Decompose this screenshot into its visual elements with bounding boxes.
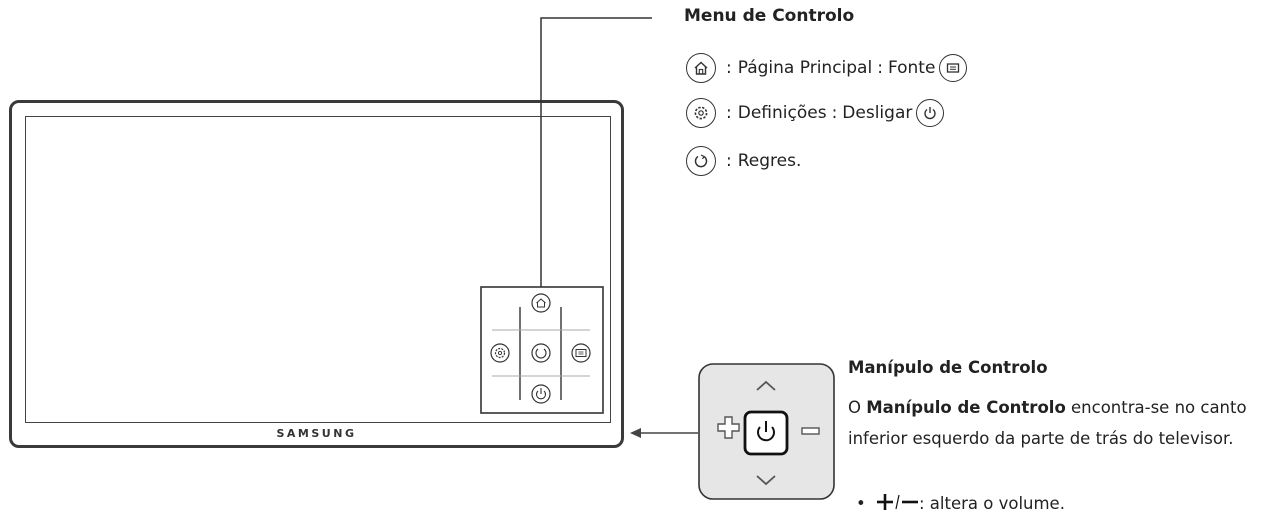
panel-home-icon [531, 293, 551, 313]
source-icon [939, 54, 968, 82]
power-icon [916, 99, 945, 127]
joystick-desc-bold: Manípulo de Controlo [866, 398, 1066, 417]
tv-brand-logo: SAMSUNG [276, 427, 357, 440]
panel-power-icon [531, 384, 551, 404]
panel-source-icon [571, 343, 591, 363]
panel-return-icon [531, 343, 551, 363]
legend-separator: : [726, 58, 732, 78]
joystick-down-icon [756, 475, 776, 486]
legend-row-return: : Regres. [686, 143, 801, 179]
joystick-up-icon [756, 380, 776, 391]
joystick-minus-icon [801, 427, 820, 435]
joystick-illustration [698, 363, 835, 500]
legend-label-return: Regres. [737, 151, 802, 171]
joystick-bullet: • : altera o volume. [856, 492, 1065, 514]
joystick-desc-prefix: O [848, 398, 867, 417]
bullet-text: : altera o volume. [918, 494, 1065, 513]
tv-screen [25, 116, 611, 423]
control-menu-panel [480, 286, 604, 414]
joystick-power-icon [757, 421, 775, 442]
settings-icon [686, 98, 716, 128]
legend-label-settings: Definições [737, 103, 827, 123]
home-icon [686, 53, 716, 83]
joystick-arrow [630, 428, 698, 438]
joystick-title: Manípulo de Controlo [848, 358, 1048, 377]
legend-separator: : [877, 58, 883, 78]
legend-row-settings: : Definições : Desligar [686, 95, 945, 131]
legend-separator: : [726, 103, 732, 123]
tv-frame [9, 100, 624, 448]
legend-separator: : [831, 103, 838, 123]
joystick-desc-rest: encontra-se no canto inferior esquerdo d… [848, 398, 1247, 448]
legend-row-home: : Página Principal : Fonte [686, 50, 968, 86]
joystick-description: O Manípulo de Controlo encontra-se no ca… [848, 392, 1258, 454]
menu-callout-line [540, 17, 652, 287]
menu-title: Menu de Controlo [684, 6, 855, 26]
panel-settings-icon [490, 343, 510, 363]
bullet-dot: • [856, 494, 866, 513]
legend-label-power: Desligar [842, 103, 913, 123]
legend-separator: : [726, 151, 732, 171]
legend-label-home: Página Principal [737, 58, 873, 78]
legend-label-source: Fonte [887, 58, 936, 78]
return-icon [686, 146, 716, 176]
joystick-plus-icon [717, 416, 740, 439]
plus-minus-icon [876, 494, 918, 510]
